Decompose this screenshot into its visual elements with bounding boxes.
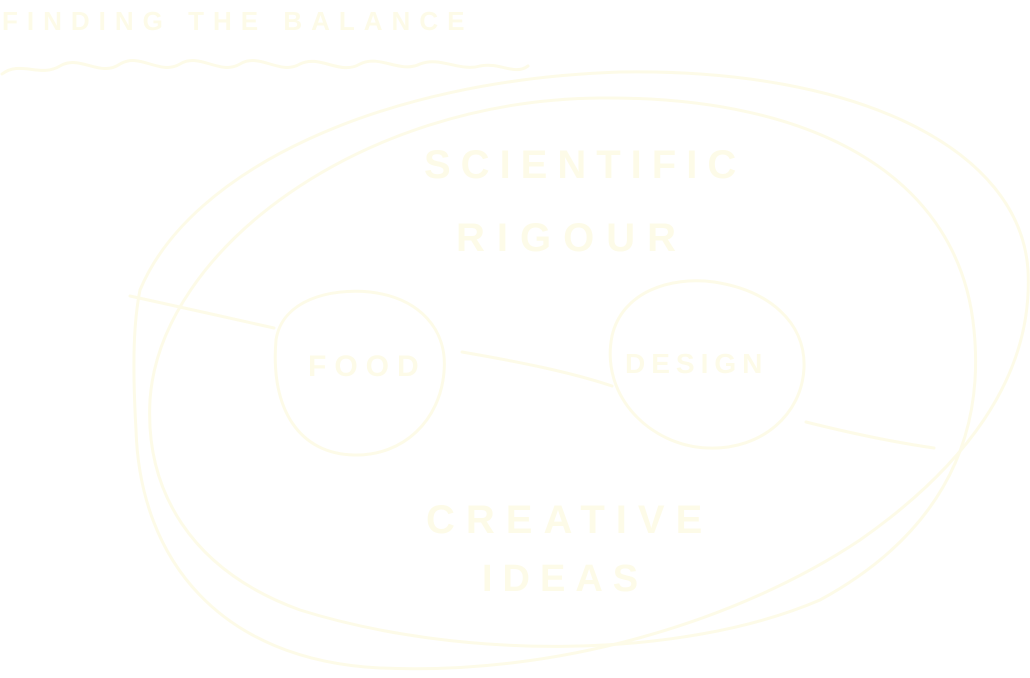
left-circle <box>273 289 446 457</box>
middle-connector <box>460 350 614 388</box>
top-region-label-line2: RIGOUR <box>456 216 688 260</box>
title-underline <box>0 59 530 76</box>
left-circle-label: FOOD <box>308 350 427 383</box>
right-circle <box>608 279 806 450</box>
right-connector <box>804 420 936 450</box>
diagram-title: FINDING THE BALANCE <box>2 6 474 36</box>
inner-ellipse <box>148 96 978 648</box>
bottom-region-label-line1: CREATIVE <box>426 498 714 542</box>
top-region-label-line1: SCIENTIFIC <box>424 143 747 187</box>
right-circle-label: DESIGN <box>625 348 769 379</box>
outer-ellipse <box>132 70 1030 671</box>
left-connector <box>128 294 276 330</box>
bottom-region-label-line2: IDEAS <box>482 558 649 600</box>
